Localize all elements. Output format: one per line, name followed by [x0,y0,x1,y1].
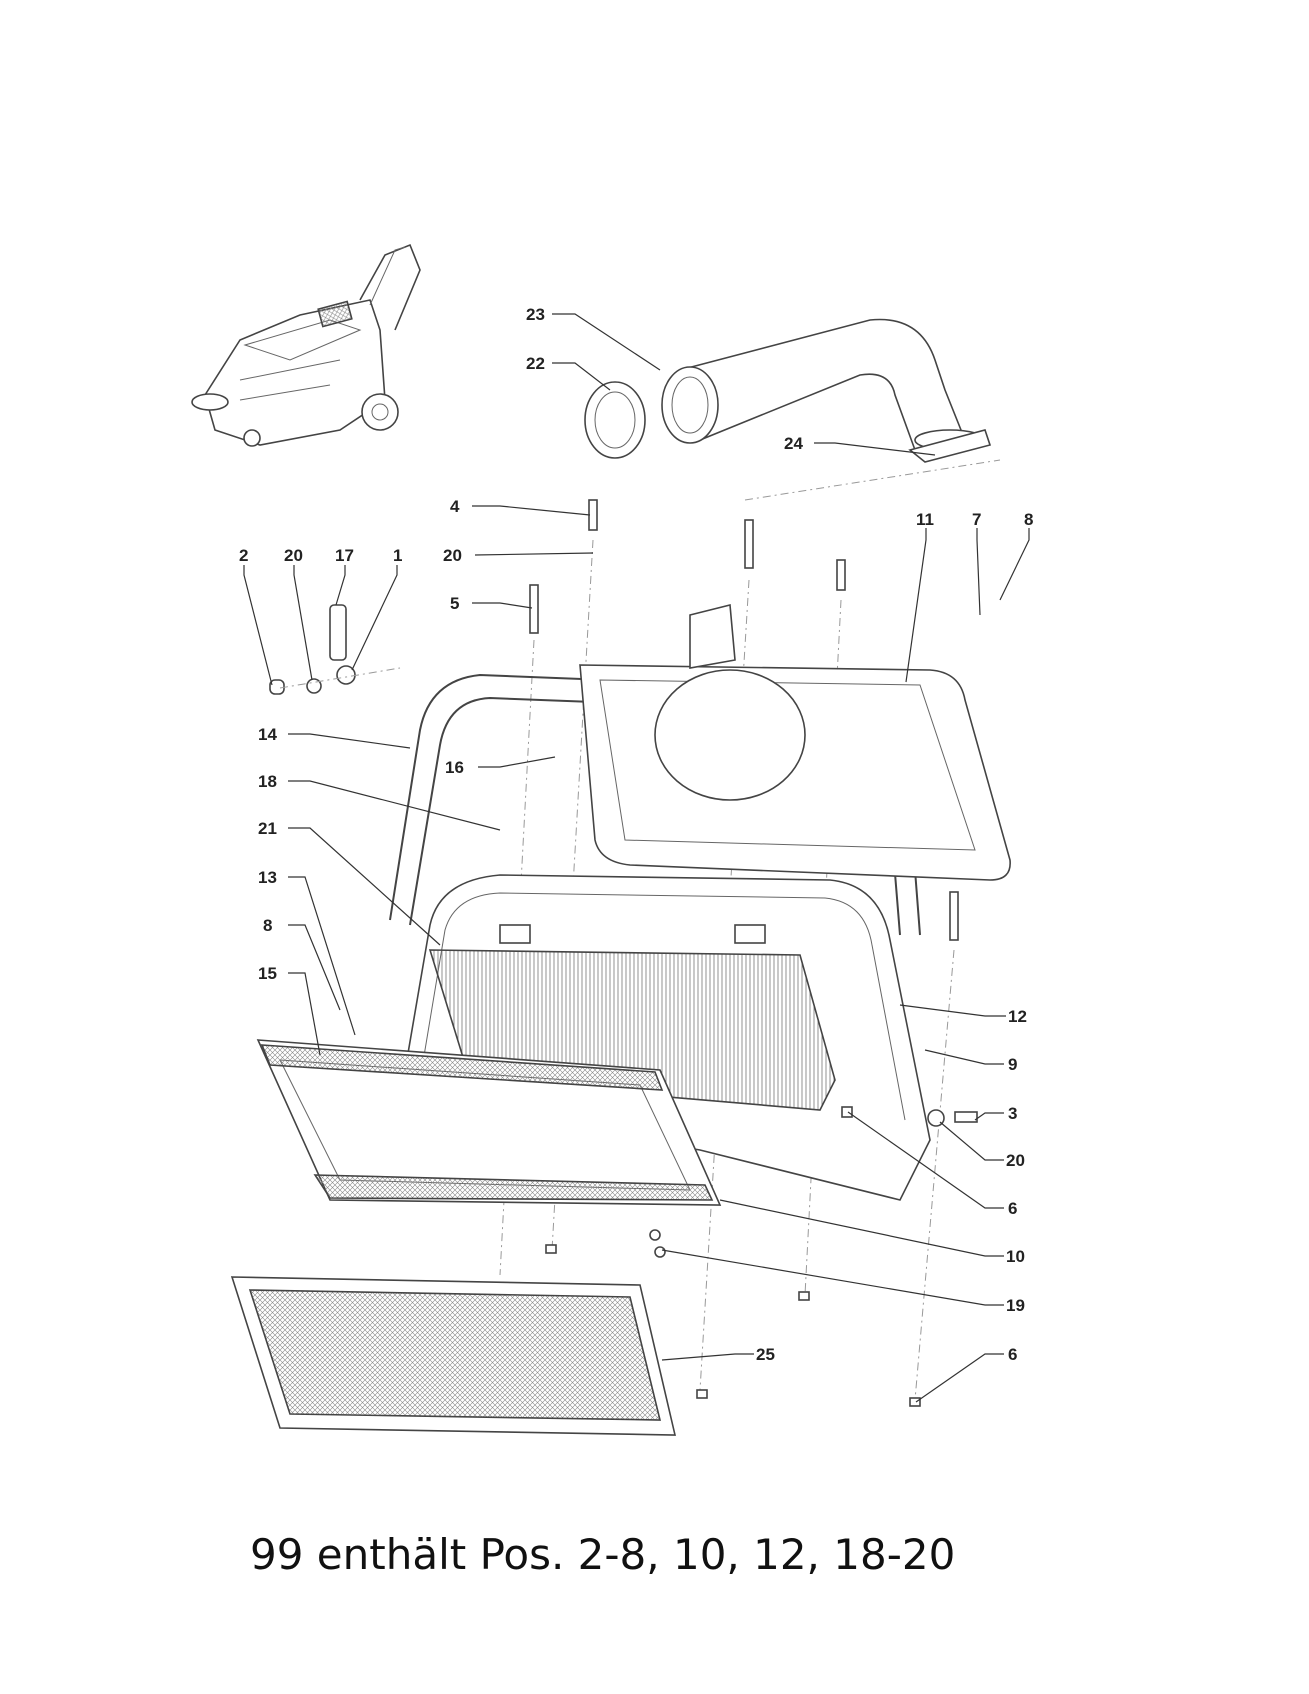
callout-15: 15 [258,964,277,983]
callout-20: 20 [284,546,303,565]
callout-9: 9 [1008,1055,1017,1074]
callout-6: 6 [1008,1199,1017,1218]
callout-2: 2 [239,546,248,565]
callout-20: 20 [1006,1151,1025,1170]
callout-7: 7 [972,510,981,529]
nuts [545,1106,978,1407]
callout-25: 25 [756,1345,775,1364]
callout-1: 1 [393,546,402,565]
latch-assembly [269,604,401,695]
suction-hose [584,318,992,463]
callout-18: 18 [258,772,277,791]
callout-22: 22 [526,354,545,373]
callout-5: 5 [450,594,459,613]
callout-24: 24 [784,434,803,453]
callout-8: 8 [1024,510,1033,529]
pre-filter-mesh [230,1276,677,1436]
callout-20: 20 [443,546,462,565]
callout-3: 3 [1008,1104,1017,1123]
callout-14: 14 [258,725,277,744]
callout-6: 6 [1008,1345,1017,1364]
callout-10: 10 [1006,1247,1025,1266]
callout-8: 8 [263,916,272,935]
callout-23: 23 [526,305,545,324]
callout-21: 21 [258,819,277,838]
contents-note: 99 enthält Pos. 2-8, 10, 12, 18-20 [250,1530,956,1579]
callout-11: 11 [916,510,934,529]
callout-17: 17 [335,546,354,565]
machine-overview-thumbnail [191,243,421,447]
callout-4: 4 [450,497,460,516]
callout-12: 12 [1008,1007,1027,1026]
callout-16: 16 [445,758,464,777]
callout-labels: 23 22 24 4 20 5 2 20 17 1 11 7 8 14 16 1… [239,305,1033,1364]
callout-13: 13 [258,868,277,887]
filter-tray [256,1039,722,1206]
callout-19: 19 [1006,1296,1025,1315]
leader-lines [243,313,1030,1403]
filter-cover [579,603,1011,881]
